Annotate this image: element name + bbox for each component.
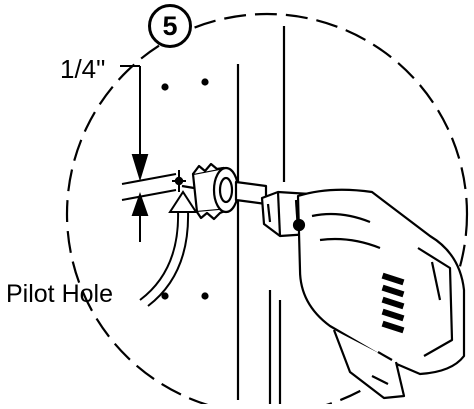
drill-handle — [332, 329, 406, 400]
drill-vents — [381, 272, 405, 334]
dimension-label: 1/4" — [60, 54, 106, 84]
shelf-pin-hole — [201, 292, 209, 300]
dimension-marker — [120, 65, 177, 242]
shelf-pin-hole — [161, 292, 169, 300]
cabinet-edge — [236, 26, 286, 404]
pilot-hole-mark — [172, 170, 186, 192]
shelf-pin-holes — [161, 78, 209, 300]
callout-arrow — [139, 190, 198, 307]
step-number-badge: 5 — [148, 4, 192, 48]
detail-circle — [65, 12, 469, 409]
step-number: 5 — [162, 10, 178, 41]
hole-saw — [181, 162, 240, 221]
pilot-hole-label: Pilot Hole — [6, 280, 113, 308]
drill — [181, 162, 466, 400]
shelf-pin-hole — [161, 83, 169, 91]
shelf-pin-hole — [201, 78, 209, 86]
